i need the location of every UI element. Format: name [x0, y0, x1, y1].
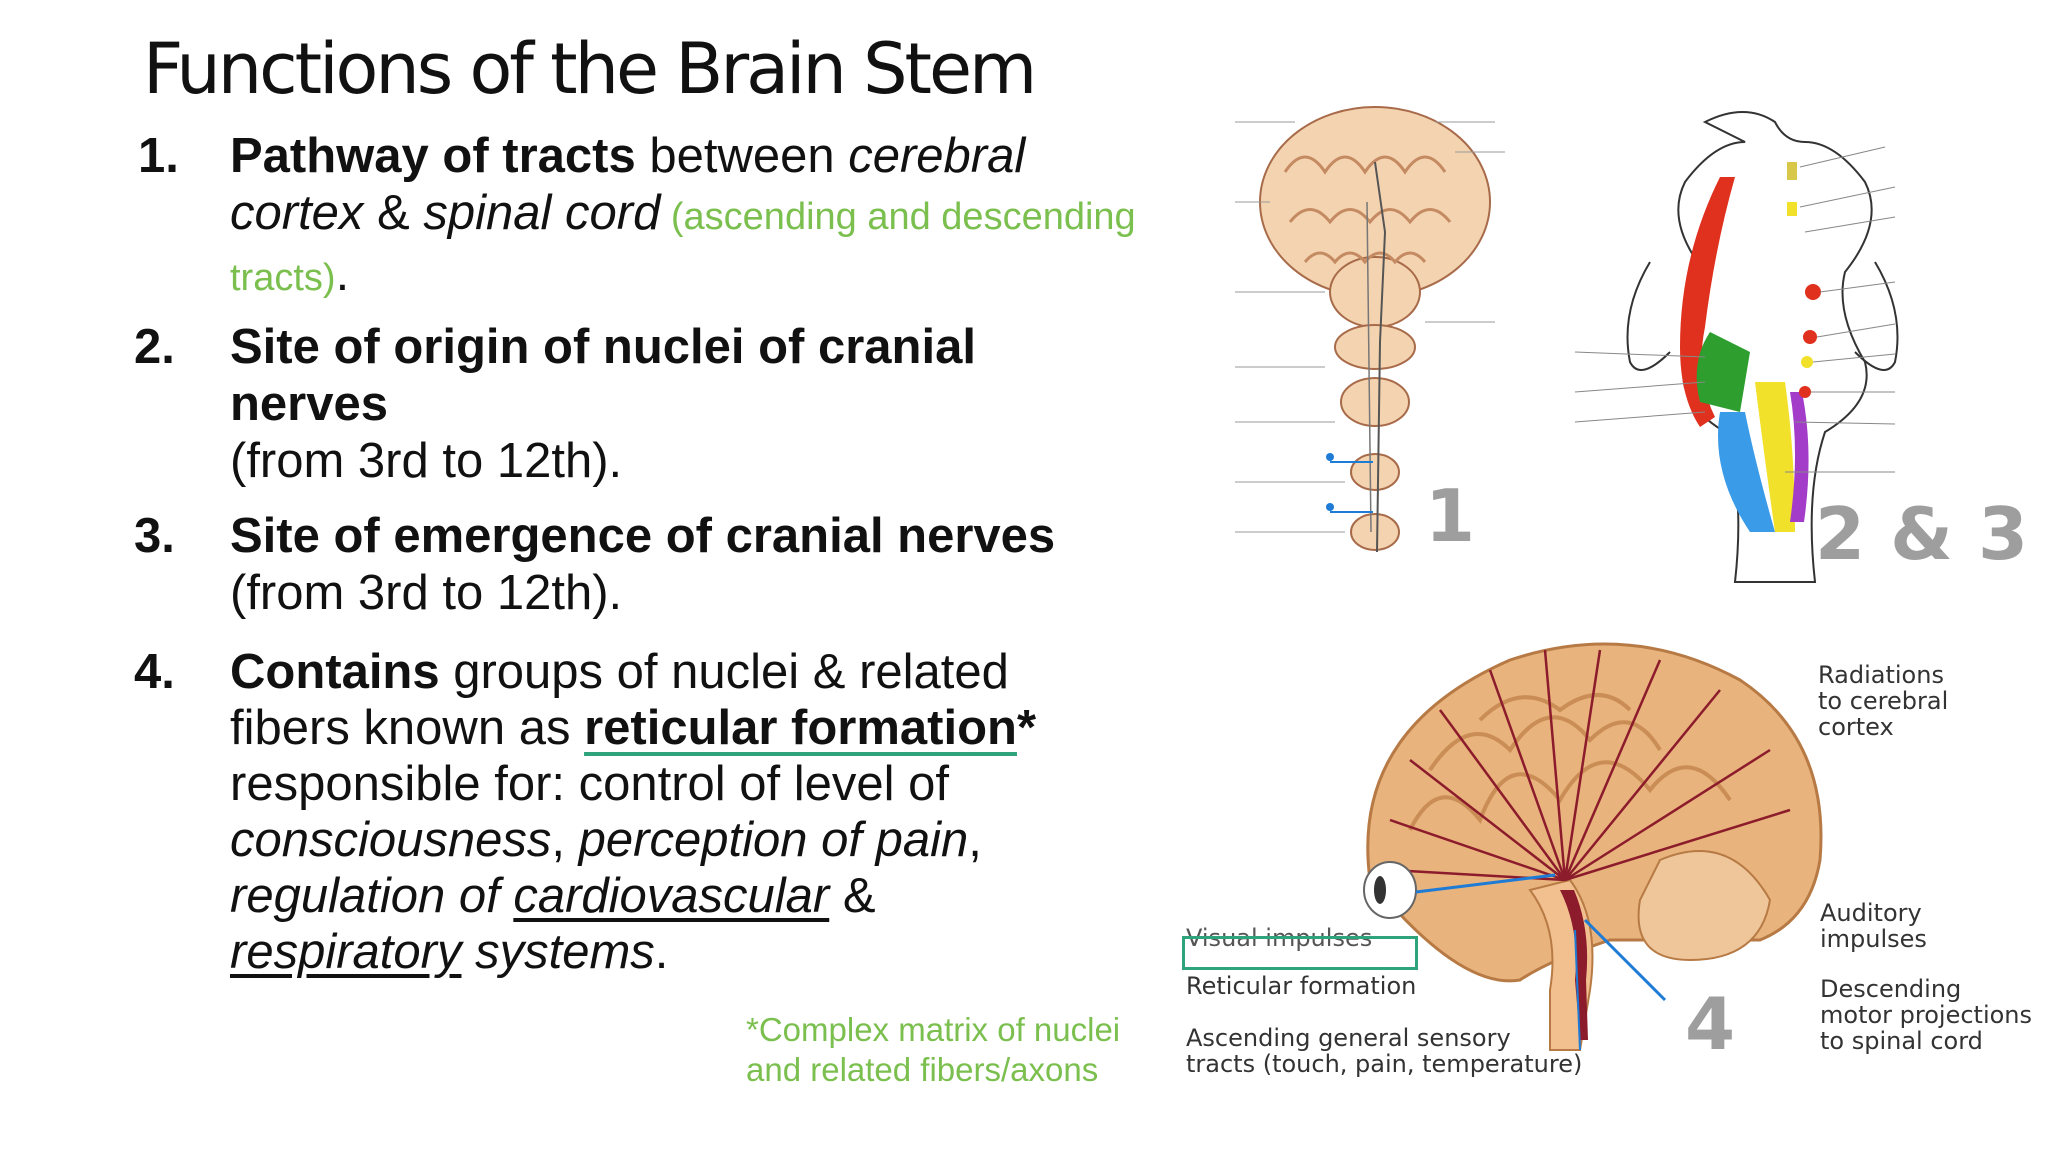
- item-italic: perception of pain: [578, 813, 969, 867]
- item-italic: consciousness: [230, 813, 552, 867]
- callout-line: Descending: [1820, 975, 1962, 1003]
- list-item: 2. Site of origin of nuclei of cranial n…: [134, 319, 1130, 490]
- figure-2-3-illustration: [1574, 111, 1899, 583]
- callout-line: Auditory: [1820, 899, 1922, 927]
- item-text: .: [335, 247, 350, 301]
- footnote: *Complex matrix of nuclei and related fi…: [746, 1010, 1166, 1090]
- functions-list: 1. Pathway of tracts between cerebral co…: [134, 128, 1138, 980]
- figure-label-2-3: 2 & 3: [1815, 492, 2029, 576]
- item-bold: Pathway of tracts: [230, 129, 636, 183]
- list-item: 3. Site of emergence of cranial nerves (…: [134, 508, 1230, 622]
- item-bold: Site of origin of nuclei of cranial nerv…: [230, 320, 976, 431]
- item-text: ,: [968, 813, 982, 867]
- figure-1-illustration: [1235, 106, 1505, 553]
- callout-line: tracts (touch, pain, temperature): [1186, 1050, 1583, 1078]
- item-number: 2.: [134, 320, 175, 374]
- callout-line: to spinal cord: [1820, 1027, 1983, 1055]
- callout-line: Radiations: [1818, 661, 1944, 689]
- callout-line: to cerebral: [1818, 687, 1949, 715]
- item-text: &: [829, 869, 876, 923]
- item-number: 4.: [134, 645, 175, 699]
- figure-4-illustration: [1363, 642, 1823, 1051]
- item-italic: regulation of: [230, 869, 500, 923]
- callout-line: impulses: [1820, 925, 1927, 953]
- item-bold: Site of emergence of cranial nerves: [230, 509, 1056, 563]
- item-text: &: [363, 186, 424, 240]
- item-number: 3.: [134, 509, 175, 563]
- item-italic-underlined: respiratory: [230, 925, 462, 979]
- callout-ascending: Ascending general sensory tracts (touch,…: [1186, 1025, 1582, 1077]
- callout-line: cortex: [1818, 713, 1894, 741]
- callout-line: Ascending general sensory: [1186, 1024, 1511, 1052]
- callout-reticular: Reticular formation: [1186, 972, 1417, 1000]
- callout-line: motor projections: [1820, 1001, 2033, 1029]
- item-italic: cerebral cortex: [230, 129, 1026, 240]
- callout-radiations: Radiations to cerebral cortex: [1818, 662, 1948, 740]
- slide-title: Functions of the Brain Stem: [143, 28, 1037, 110]
- list-item: 1. Pathway of tracts between cerebral co…: [138, 128, 1170, 307]
- callout-descending: Descending motor projections to spinal c…: [1820, 976, 2032, 1054]
- item-text: (from 3rd to 12th).: [230, 434, 623, 488]
- figure-label-4: 4: [1685, 982, 1736, 1066]
- figure-1-spinothalamic: [1195, 92, 1535, 592]
- figure-label-1: 1: [1425, 474, 1476, 558]
- figure-2-3-cranial-nuclei: [1555, 92, 2015, 592]
- item-text: groups of nuclei & related fibers known …: [230, 645, 1009, 755]
- item-bold: Contains: [230, 645, 440, 699]
- footnote-line: *Complex matrix of nuclei: [746, 1011, 1121, 1048]
- visual-impulses-highlight-box: [1182, 936, 1418, 970]
- item-italic-underlined: cardiovascular: [513, 869, 830, 923]
- item-italic: systems: [475, 925, 655, 979]
- asterisk: *: [1016, 701, 1037, 755]
- item-text: responsible for: control of level of: [230, 757, 950, 811]
- figure-4-reticular-formation: [1330, 630, 1850, 1070]
- footnote-line: and related fibers/axons: [746, 1051, 1099, 1088]
- item-number: 1.: [138, 129, 179, 183]
- item-text: between: [635, 129, 849, 183]
- item-text: ,: [551, 813, 566, 867]
- item-green-note: (ascending and descending tracts): [230, 196, 1136, 299]
- reticular-formation-term: reticular formation: [584, 701, 1017, 755]
- item-text: .: [654, 925, 669, 979]
- item-italic: spinal cord: [423, 186, 661, 240]
- list-item: 4. Contains groups of nuclei & related f…: [134, 644, 1070, 980]
- callout-auditory: Auditory impulses: [1820, 900, 1927, 952]
- item-text: (from 3rd to 12th).: [230, 566, 623, 620]
